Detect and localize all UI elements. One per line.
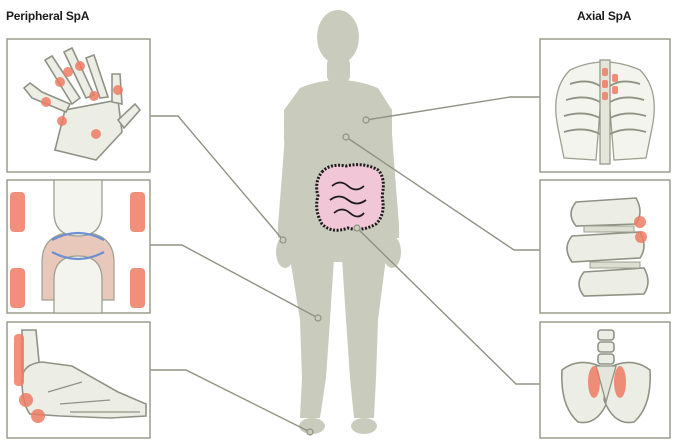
connector-ribcage xyxy=(366,97,540,120)
panel-knee xyxy=(7,180,150,313)
panel-hand xyxy=(7,39,150,172)
connector-hand xyxy=(150,116,283,240)
panel-pelvis xyxy=(540,322,670,438)
intestine-illustration xyxy=(317,165,384,231)
panel-spine xyxy=(540,180,670,313)
spine-vertebrae-illustration xyxy=(567,198,648,296)
panel-foot xyxy=(7,322,150,438)
panel-ribcage xyxy=(540,39,670,172)
connector-foot xyxy=(150,370,310,432)
